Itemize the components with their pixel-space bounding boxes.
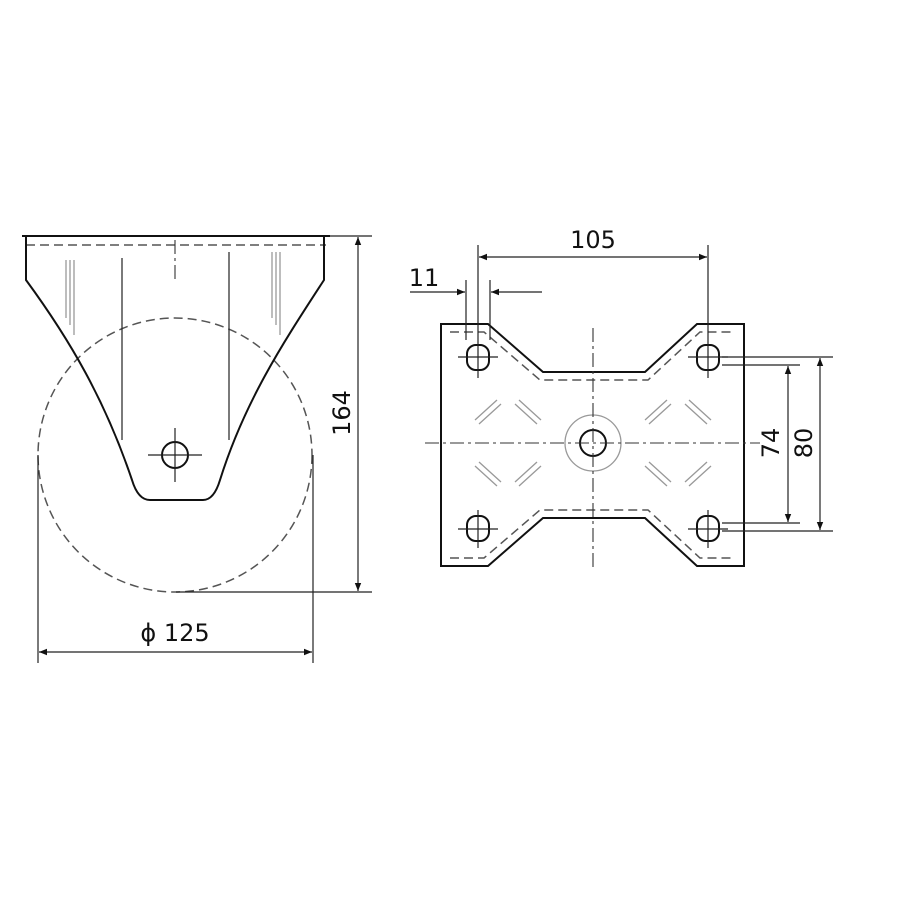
dimension-105-label: 105 xyxy=(570,226,616,254)
wheel-outline xyxy=(37,317,313,593)
diamond-ribs xyxy=(474,399,712,487)
dimension-diameter-label: ϕ 125 xyxy=(140,619,209,647)
side-view: 164 ϕ 125 xyxy=(22,235,372,663)
bracket-ribs xyxy=(65,252,281,440)
dimension-11-label: 11 xyxy=(409,264,440,292)
dimension-74-label: 74 xyxy=(757,428,785,459)
top-view: 105 11 74 80 xyxy=(409,226,833,570)
dimension-height-label: 164 xyxy=(328,390,356,436)
fork-bracket xyxy=(25,236,325,501)
top-plate-outline xyxy=(440,323,745,567)
mounting-holes xyxy=(458,340,728,548)
dimension-80-label: 80 xyxy=(790,428,818,459)
